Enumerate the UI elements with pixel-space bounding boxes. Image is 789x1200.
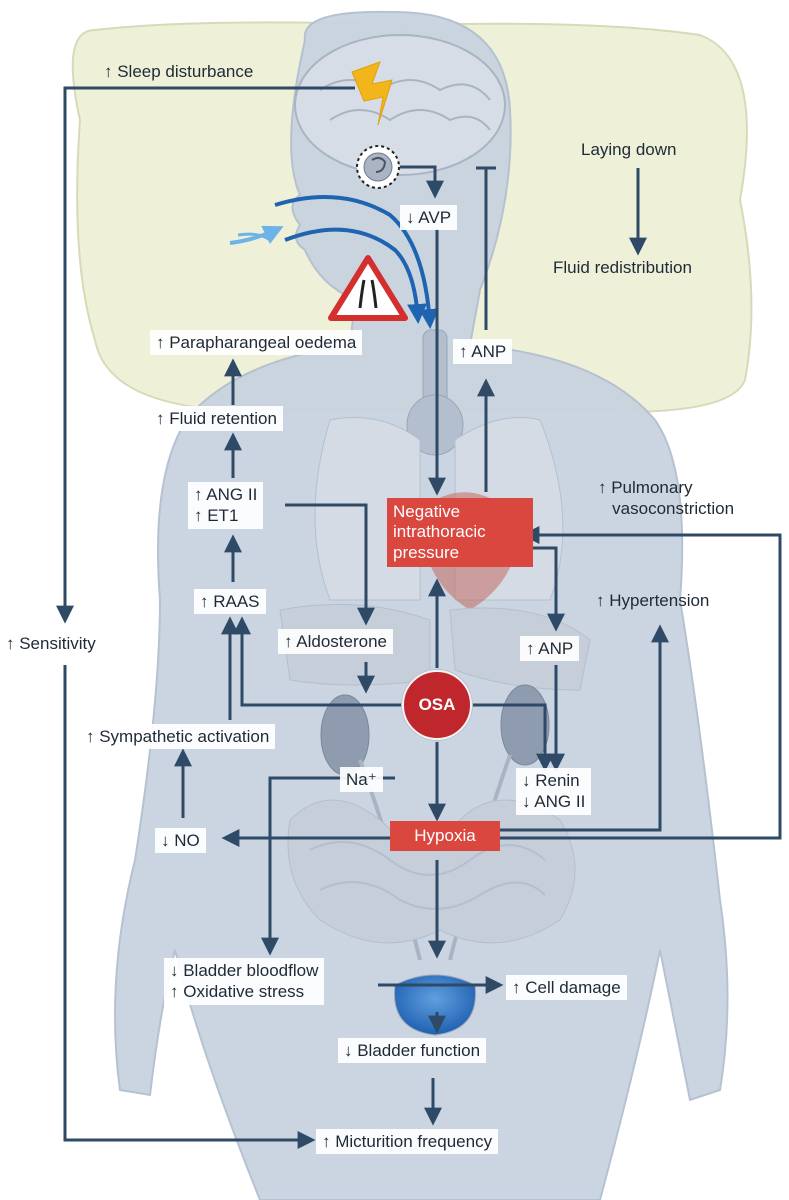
bladder xyxy=(394,974,476,1036)
inhaled-air-arrows xyxy=(229,225,284,245)
anp-middle-label: ↑ ANP xyxy=(520,636,580,662)
airway xyxy=(274,195,439,329)
lightning-icon xyxy=(351,61,393,126)
sympathetic-activation-label: ↑ Sympathetic activation xyxy=(80,724,276,750)
parapharangeal-oedema-label: ↑ Parapharangeal oedema xyxy=(150,330,363,356)
osa-node: OSA xyxy=(402,670,472,740)
avp-label: ↓ AVP xyxy=(400,205,458,231)
right-kidney xyxy=(500,684,550,766)
raas-label: ↑ RAAS xyxy=(194,589,266,615)
road-narrowing-warning-icon xyxy=(328,255,408,321)
cell-damage-label: ↑ Cell damage xyxy=(506,975,627,1001)
aldosterone-label: ↑ Aldosterone xyxy=(278,629,394,655)
hypoxia-box: Hypoxia xyxy=(390,821,500,852)
fluid-retention-label: ↑ Fluid retention xyxy=(150,406,283,432)
fluid-redistribution-label: Fluid redistribution xyxy=(553,258,692,277)
bladder-function-label: ↓ Bladder function xyxy=(338,1038,487,1064)
pathway-arrows xyxy=(56,86,782,1149)
no-label: ↓ NO xyxy=(155,828,206,854)
laying-down-label: Laying down xyxy=(581,140,677,159)
micturition-frequency-label: ↑ Micturition frequency xyxy=(316,1129,499,1155)
ang-ii-et1-label: ↑ ANG II ↑ ET1 xyxy=(188,482,264,529)
hypertension-label: ↑ Hypertension xyxy=(596,591,710,610)
anp-upper-label: ↑ ANP xyxy=(453,339,513,365)
sensitivity-label: ↑ Sensitivity xyxy=(6,634,96,653)
brain xyxy=(294,34,506,176)
pituitary-gland-icon xyxy=(356,145,400,189)
bladder-bloodflow-oxidative-stress-label: ↓ Bladder bloodflow ↑ Oxidative stress xyxy=(164,958,325,1005)
negative-intrathoracic-pressure-box: Negative intrathoracic pressure xyxy=(387,498,533,568)
renin-ang-ii-label: ↓ Renin ↓ ANG II xyxy=(516,768,592,815)
pulmonary-vasoconstriction-label: ↑ Pulmonary vasoconstriction xyxy=(598,478,735,519)
sodium-label: Na⁺ xyxy=(340,767,383,793)
sleep-disturbance-label: ↑ Sleep disturbance xyxy=(104,62,254,81)
